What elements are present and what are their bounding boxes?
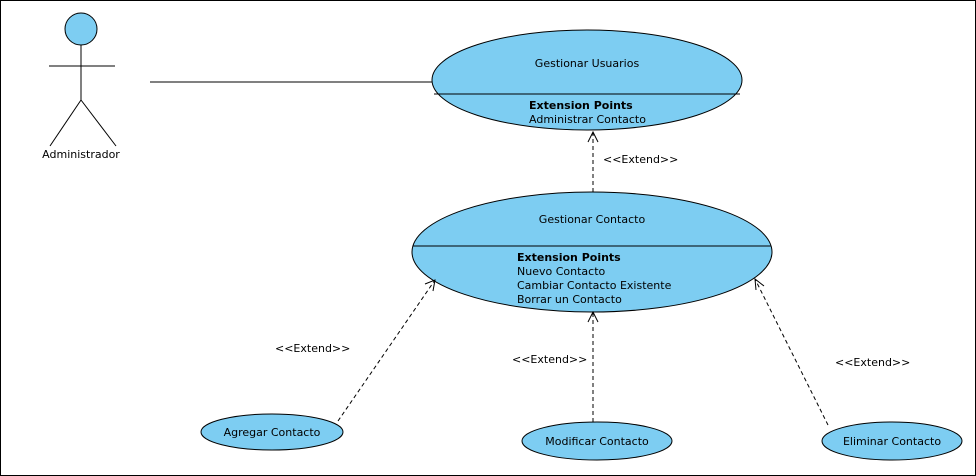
- extension-point: Borrar un Contacto: [517, 293, 622, 306]
- actor-right-leg: [80, 99, 117, 147]
- use-case-ellipse: [200, 413, 344, 451]
- arrow-head-icon: [754, 277, 765, 291]
- extend-line: [754, 278, 829, 426]
- extend-gestionar-contacto-to-usuarios: <<Extend>>: [587, 130, 678, 192]
- use-case-gestionar-contacto[interactable]: Gestionar Contacto Extension Points Nuev…: [411, 191, 773, 313]
- actor-administrador[interactable]: Administrador: [42, 12, 120, 161]
- use-case-ellipse: [821, 421, 963, 461]
- actor-head: [64, 12, 98, 46]
- arrow-head-icon: [424, 279, 436, 292]
- use-case-ellipse: [521, 421, 673, 461]
- use-case-modificar-contacto[interactable]: Modificar Contacto: [521, 421, 673, 461]
- use-case-name: Eliminar Contacto: [843, 435, 941, 448]
- use-case-name: Agregar Contacto: [224, 426, 321, 439]
- extend-agregar-contacto: <<Extend>>: [275, 279, 436, 422]
- use-case-name: Modificar Contacto: [545, 435, 649, 448]
- extension-points-title: Extension Points: [517, 251, 621, 264]
- use-case-name: Gestionar Contacto: [539, 213, 646, 226]
- extend-label: <<Extend>>: [512, 353, 587, 366]
- extend-line: [337, 279, 436, 422]
- extend-eliminar-contacto: <<Extend>>: [754, 277, 910, 426]
- extend-label: <<Extend>>: [275, 342, 350, 355]
- actor-label: Administrador: [42, 148, 120, 161]
- use-case-gestionar-usuarios[interactable]: Gestionar Usuarios Extension Points Admi…: [431, 29, 743, 131]
- extend-modificar-contacto: <<Extend>>: [512, 310, 599, 422]
- arrow-head-icon: [587, 130, 599, 143]
- extension-point: Nuevo Contacto: [517, 265, 606, 278]
- use-case-ellipse: [411, 191, 773, 313]
- use-case-name: Gestionar Usuarios: [535, 57, 640, 70]
- extend-label: <<Extend>>: [603, 153, 678, 166]
- extension-points-title: Extension Points: [529, 99, 633, 112]
- use-case-eliminar-contacto[interactable]: Eliminar Contacto: [821, 421, 963, 461]
- use-case-agregar-contacto[interactable]: Agregar Contacto: [200, 413, 344, 451]
- extension-point: Cambiar Contacto Existente: [517, 279, 672, 292]
- extend-label: <<Extend>>: [835, 356, 910, 369]
- extension-point: Administrar Contacto: [529, 113, 646, 126]
- arrow-head-icon: [587, 310, 599, 323]
- use-case-ellipse: [431, 29, 743, 131]
- actor-left-leg: [49, 99, 82, 147]
